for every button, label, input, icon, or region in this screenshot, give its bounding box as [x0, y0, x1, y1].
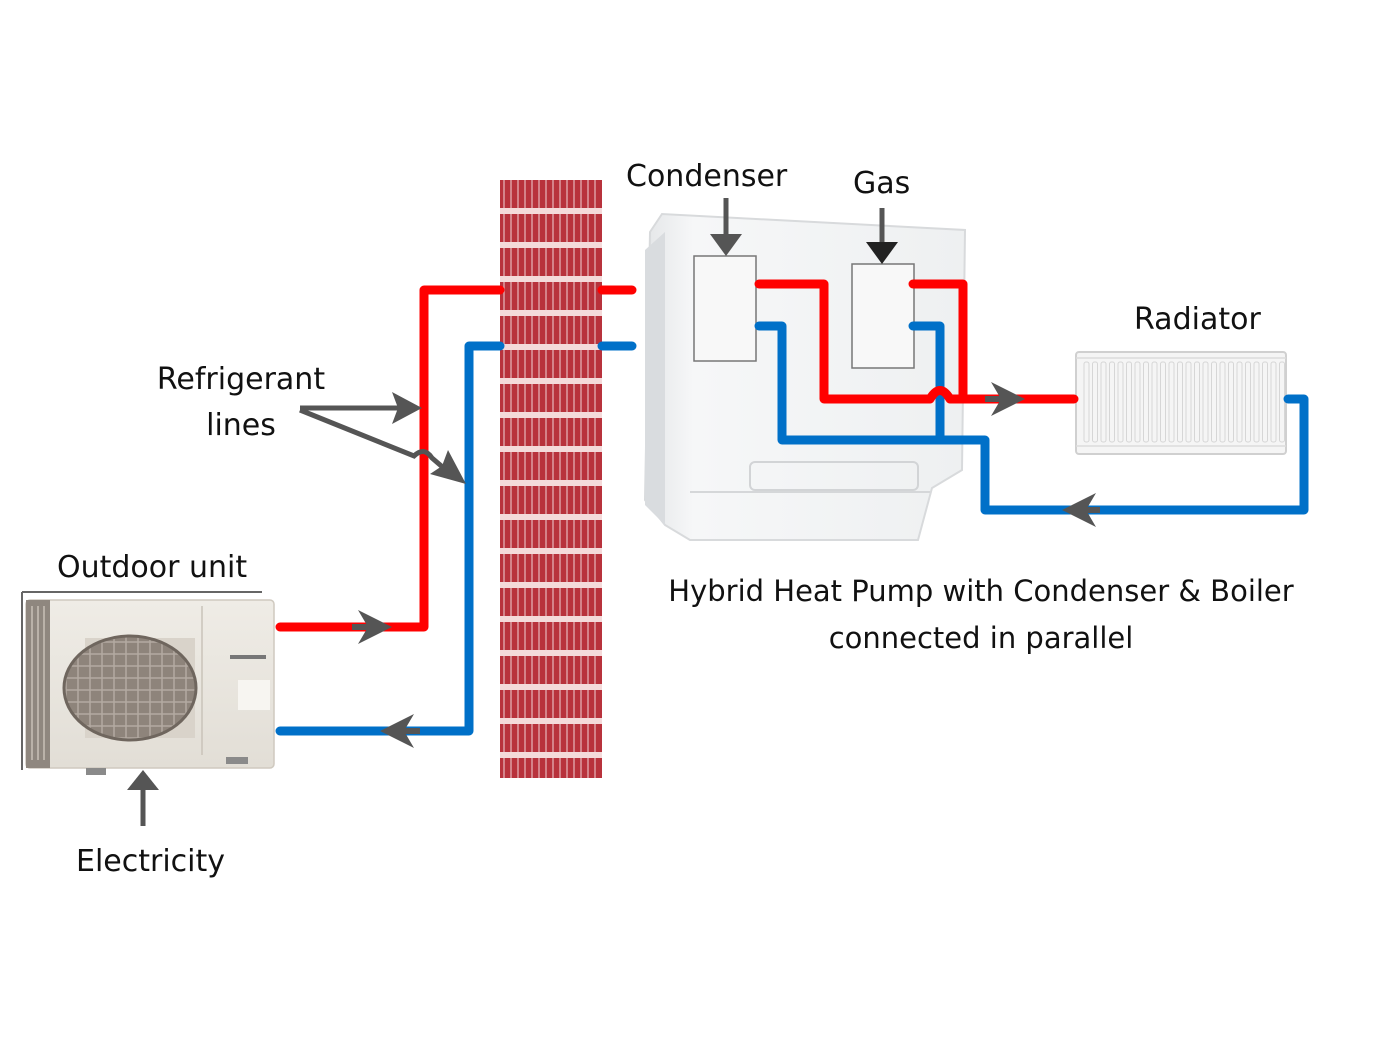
- radiator-fin: [1253, 361, 1260, 443]
- radiator-fin: [1083, 361, 1090, 443]
- radiator-fin: [1160, 361, 1166, 443]
- radiator-fin: [1194, 361, 1200, 443]
- radiator-fin: [1245, 361, 1251, 443]
- arrow-right-icon: [358, 610, 392, 644]
- outdoor-unit: [21, 591, 275, 775]
- radiator-fin: [1202, 361, 1209, 443]
- label-pointers: [140, 198, 885, 826]
- hot-flow-line: [754, 279, 1079, 404]
- brick-row: [500, 690, 602, 718]
- radiator-fin: [1236, 361, 1243, 443]
- radiator-fin: [1134, 361, 1141, 443]
- diagram-caption-line2: connected in parallel: [829, 621, 1134, 655]
- brick-row: [500, 520, 602, 548]
- condenser-box: [693, 255, 757, 362]
- flow-arrows: [352, 382, 1100, 748]
- radiator-fin: [1151, 361, 1158, 443]
- arrow-left-icon: [380, 714, 414, 748]
- radiator-fin: [1092, 361, 1098, 443]
- radiator-fin: [1126, 361, 1132, 443]
- electricity-pointer-arrow-icon: [127, 770, 159, 790]
- cold-return-line: [754, 321, 1309, 515]
- brick-row: [500, 214, 602, 242]
- brick-row: [500, 384, 602, 412]
- brick-row: [500, 622, 602, 650]
- brick-row: [500, 758, 602, 778]
- radiator-fin: [1228, 361, 1234, 443]
- radiator-fin: [1219, 361, 1226, 443]
- arrow-right-icon: [991, 382, 1025, 416]
- brick-row: [500, 248, 602, 276]
- radiator-fin: [1117, 361, 1124, 443]
- refrigerant-pointer-arrow-icon: [392, 392, 422, 424]
- refrigerant-lines-label-line1: Refrigerant: [157, 362, 325, 397]
- brick-row: [500, 486, 602, 514]
- brick-row: [500, 588, 602, 616]
- radiator-fin: [1143, 361, 1149, 443]
- brick-row: [500, 282, 602, 310]
- radiator-label: Radiator: [1134, 302, 1261, 337]
- gas-pointer-arrow-icon: [866, 242, 898, 264]
- radiator-fin: [1262, 361, 1268, 443]
- hybrid-boiler-unit: [643, 212, 967, 541]
- radiator-fin: [1100, 361, 1107, 443]
- condenser-label: Condenser: [626, 159, 788, 194]
- radiator-fin: [1185, 361, 1192, 443]
- electricity-label: Electricity: [76, 844, 225, 879]
- radiator-fin: [1109, 361, 1115, 443]
- refrigerant-pointer-arrow-icon: [430, 450, 466, 484]
- radiator: [1075, 351, 1287, 455]
- gas-boiler-return-line: [908, 321, 945, 445]
- radiator-fin: [1279, 361, 1285, 443]
- brick-row: [500, 418, 602, 446]
- brick-row: [500, 350, 602, 378]
- brick-row: [500, 724, 602, 752]
- brick-row: [500, 554, 602, 582]
- cold-pipes: [275, 321, 1309, 736]
- brick-row: [500, 180, 602, 208]
- gas-boiler-flow-line: [908, 279, 968, 404]
- gas-boiler-box: [851, 263, 915, 369]
- brick-row: [500, 656, 602, 684]
- outdoor-unit-label: Outdoor unit: [57, 550, 247, 585]
- refrigerant-lines-label-line2: lines: [206, 408, 276, 443]
- cold-refrigerant-line-outdoor: [275, 341, 505, 736]
- brick-wall: [500, 180, 602, 778]
- radiator-fin: [1270, 361, 1277, 443]
- radiator-fin: [1211, 361, 1217, 443]
- brick-row: [500, 316, 602, 344]
- radiator-fin: [1168, 361, 1175, 443]
- diagram-caption-line1: Hybrid Heat Pump with Condenser & Boiler: [668, 574, 1293, 608]
- arrow-left-icon: [1062, 493, 1096, 527]
- condenser-pointer-arrow-icon: [710, 234, 742, 256]
- gas-label: Gas: [853, 166, 910, 201]
- radiator-fin: [1177, 361, 1183, 443]
- brick-row: [500, 452, 602, 480]
